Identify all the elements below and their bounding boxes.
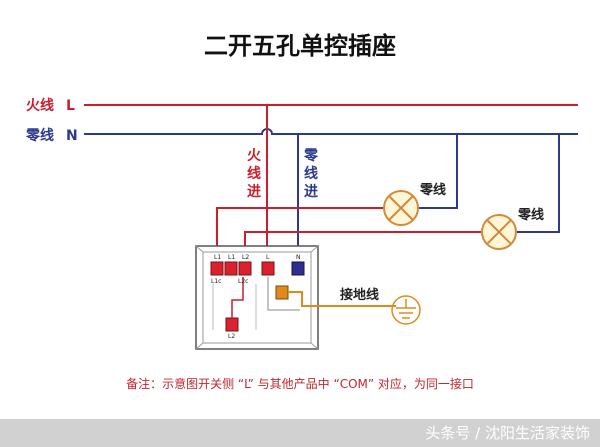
terminal-l [261,261,275,276]
lamp1-feed-wire [216,207,383,262]
neutral-in-char-1: 零 [303,147,319,164]
terminal-l1a-label: L1 [214,254,221,261]
terminal-l1b [224,261,238,276]
live-line-label: 火线 [26,97,54,114]
neutral-in-char-2: 线 [304,165,318,182]
neutral-in-char-3: 进 [304,184,318,200]
lamp2-neutral-wire [517,134,560,233]
diagram-title: 二开五孔单控插座 [204,32,396,60]
terminal-l-label: L [266,254,270,261]
footnote: 备注：示意图开关侧 “L” 与其他产品中 “COM” 对应，为同一接口 [126,376,474,391]
lamp2-neutral-label: 零线 [517,207,544,223]
live-line-letter: L [66,98,75,114]
terminal-l2 [225,317,239,332]
neutral-main-wire [84,128,578,135]
neutral-line-letter: N [66,128,78,144]
lamp1-neutral-wire [419,134,458,209]
terminal-n [291,261,305,276]
lamp2-icon [481,214,517,250]
terminal-l1c-label: L1c [211,278,221,285]
terminal-l1a [210,261,224,276]
ground-wire [288,291,396,307]
terminal-n-label: N [296,254,301,261]
terminal-l2b [238,261,252,276]
ground-wire-label: 接地线 [340,287,379,303]
live-in-char-3: 进 [247,184,261,200]
live-in-char-1: 火 [247,148,262,164]
lamp1-icon [383,190,419,226]
terminal-l2c-label: L2c [238,278,248,285]
socket-panel [195,245,319,350]
watermark-text: 头条号 / 沈阳生活家装饰 [425,424,590,442]
lamp1-neutral-label: 零线 [419,182,446,198]
watermark-strip [0,419,600,447]
neutral-line-label: 零线 [25,127,54,144]
ground-icon [391,295,421,325]
live-in-char-2: 线 [247,165,261,182]
terminal-l2b-label: L2 [242,254,249,261]
terminal-earth [275,285,289,300]
terminal-l2-label: L2 [228,333,235,340]
terminal-l1b-label: L1 [228,254,235,261]
